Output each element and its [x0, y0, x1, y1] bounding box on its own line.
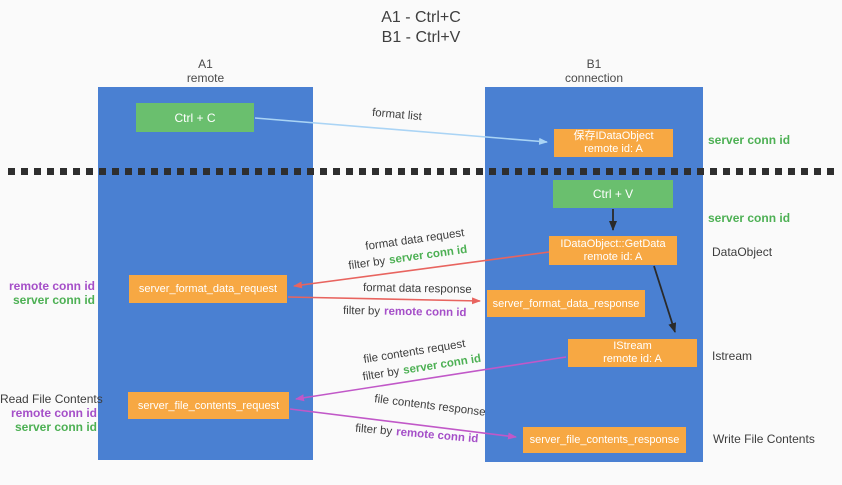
node-istream-remote-id: remote id: A	[603, 353, 662, 365]
arrow-format-data-response	[287, 296, 481, 305]
label-filter-by-text-3: filter by	[361, 365, 401, 384]
label-filter-by-text-4: filter by	[354, 422, 393, 438]
label-server-conn-id-top: server conn id	[708, 133, 791, 147]
node-server-file-contents-response: server_file_contents_response	[523, 427, 686, 453]
label-server-conn-id-left-mid: server conn id	[12, 293, 95, 307]
node-server-format-data-response-label: server_format_data_response	[492, 297, 640, 310]
label-remote-conn-id-bottom: remote conn id	[10, 406, 97, 420]
column-b1-name: B1	[586, 57, 602, 71]
node-ctrl-c-label: Ctrl + C	[174, 110, 216, 125]
node-server-format-data-request-label: server_format_data_request	[138, 283, 278, 295]
label-istream: Istream	[712, 349, 753, 363]
label-filter-by-text-2: filter by	[342, 304, 381, 318]
column-header-b1: B1 connection	[485, 57, 703, 85]
node-getdata-remote-id: remote id: A	[583, 250, 643, 263]
node-server-file-contents-request: server_file_contents_request	[128, 392, 289, 419]
node-istream-title: IStream	[613, 340, 652, 352]
label-filter-by-text-1: filter by	[347, 255, 387, 273]
label-format-data-response: format data response	[362, 282, 472, 296]
node-getdata: IDataObject::GetData remote id: A	[549, 236, 677, 265]
diagram-title: A1 - Ctrl+C B1 - Ctrl+V	[0, 8, 842, 48]
label-server-conn-id-mid: server conn id	[708, 211, 791, 225]
node-ctrl-v: Ctrl + V	[553, 180, 673, 208]
title-line-2: B1 - Ctrl+V	[381, 29, 461, 46]
node-istream: IStream remote id: A	[568, 339, 697, 367]
node-save-idataobject: 保存IDataObject remote id: A	[554, 129, 673, 157]
label-stack-format-ids: remote conn id server conn id	[0, 279, 95, 307]
label-filter-remote-conn-id-1: remote conn id	[383, 305, 467, 320]
node-server-file-contents-response-label: server_file_contents_response	[529, 434, 680, 446]
label-server-conn-id-left-bottom: server conn id	[14, 420, 97, 434]
node-save-idataobject-title: 保存IDataObject	[573, 130, 654, 142]
label-dataobject: DataObject	[712, 245, 773, 259]
title-line-1: A1 - Ctrl+C	[381, 9, 461, 26]
node-getdata-title: IDataObject::GetData	[560, 237, 666, 250]
label-filter-remote-conn-id-2: remote conn id	[395, 426, 479, 446]
label-read-file-contents: Read File Contents	[0, 392, 103, 406]
column-a1-role: remote	[186, 71, 225, 85]
node-save-idataobject-remote-id: remote id: A	[584, 143, 643, 155]
column-b1-role: connection	[564, 71, 624, 85]
label-stack-file-ids: Read File Contents remote conn id server…	[0, 392, 103, 434]
label-format-list: format list	[371, 106, 423, 124]
label-remote-conn-id-mid: remote conn id	[8, 279, 95, 293]
node-server-format-data-request: server_format_data_request	[129, 275, 287, 303]
node-ctrl-v-label: Ctrl + V	[592, 187, 634, 201]
label-file-contents-response: file contents response	[373, 393, 487, 419]
node-server-format-data-response: server_format_data_response	[487, 290, 645, 317]
node-server-file-contents-request-label: server_file_contents_request	[137, 399, 280, 412]
session-divider-dotted-line	[8, 168, 836, 175]
column-header-a1: A1 remote	[98, 57, 313, 85]
label-write-file-contents: Write File Contents	[713, 432, 815, 446]
column-a1-name: A1	[198, 57, 213, 71]
node-ctrl-c: Ctrl + C	[136, 103, 254, 132]
